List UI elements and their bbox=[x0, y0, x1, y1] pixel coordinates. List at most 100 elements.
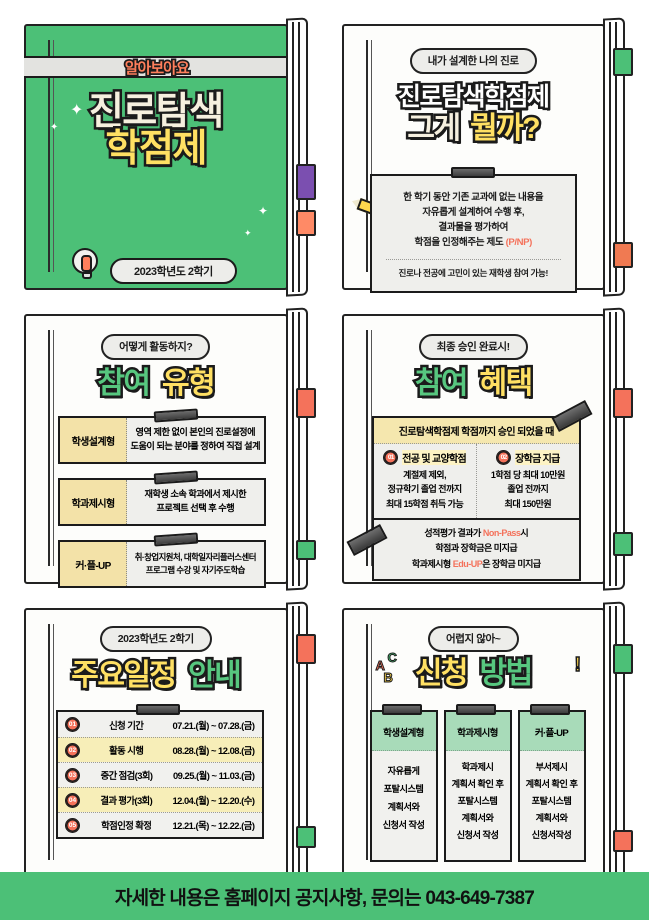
letter-b-doodle-icon: B bbox=[383, 670, 393, 686]
panel-types: 어떻게 활동하지? 참여 유형 학생설계형 영역 제한 없이 본인의 진로설정에… bbox=[10, 304, 322, 727]
bookmark-tab-orange[interactable] bbox=[295, 634, 316, 664]
clip-icon bbox=[529, 704, 570, 715]
note-line: 결과물을 평가하여 bbox=[438, 221, 509, 233]
table-row: 학생설계형 영역 제한 없이 본인의 진로설정에 도움이 되는 분야를 정하여 … bbox=[58, 416, 266, 464]
footnote-post: 은 장학금 미지급 bbox=[482, 558, 541, 569]
note-line-with-badge: 학점을 인정해주는 제도 (P/NP) bbox=[378, 236, 570, 251]
row-label: 결과 평가(3회) bbox=[100, 795, 153, 806]
table-row: 01 신청 기간 07.21.(월) ~ 07.28.(금) bbox=[58, 712, 262, 737]
benefit-title: 전공 및 교양학점 bbox=[402, 450, 467, 465]
clip-icon bbox=[135, 704, 180, 715]
benefit-column: 02 장학금 지급 1학점 당 최대 10만원 졸업 전까지 최대 150만원 bbox=[477, 444, 579, 518]
sparkle-icon: ✦ bbox=[258, 204, 269, 218]
bookmark-tab-green[interactable] bbox=[613, 532, 633, 556]
badge-number: 03 bbox=[65, 767, 80, 783]
row-label: 활동 시행 bbox=[109, 745, 144, 756]
panel-what-is: 내가 설계한 나의 진로 진로탐색학점제 그게 뭘까? 한 학기 동안 기존 교… bbox=[328, 14, 640, 302]
page-surface: 2023학년도 2학기 주요일정 안내 01 신청 기간 07.21.(월) ~… bbox=[24, 608, 288, 878]
benefit-line: 계절제 제외, bbox=[403, 470, 447, 480]
table-row: 04 결과 평가(3회) 12.04.(월) ~ 12.20.(수) bbox=[58, 787, 262, 812]
spiral-binding bbox=[365, 40, 372, 272]
title-part-a: 주요일정 bbox=[69, 657, 180, 694]
column-line: 포탈시스템 bbox=[383, 783, 424, 794]
note-line: 한 학기 동안 기존 교과에 없는 내용을 bbox=[403, 192, 544, 203]
title-line-1: 진로탐색학점제 bbox=[395, 81, 552, 113]
bookmark-tab-orange[interactable] bbox=[295, 388, 316, 418]
benefit-title: 장학금 지급 bbox=[515, 450, 560, 465]
spiral-binding bbox=[48, 330, 54, 566]
row-date: 12.21.(목) ~ 12.22.(금) bbox=[172, 820, 255, 831]
footnote-line: 학점과 장학금은 미지급 bbox=[435, 543, 518, 554]
column-line: 학과제시 bbox=[461, 762, 494, 772]
clip-icon bbox=[451, 167, 496, 178]
note-footer: 진로나 전공에 고민이 있는 재학생 참여 가능! bbox=[398, 268, 548, 279]
spiral-binding bbox=[48, 624, 54, 860]
row-key: 학과제시형 bbox=[60, 480, 128, 524]
page-surface: 어렵지 않아~ A C B ! 신청 방법 학생설계형 자유롭게 포탈시스템 bbox=[341, 608, 605, 878]
bookmark-tab-orange[interactable] bbox=[613, 830, 633, 852]
table-row: 커·플-UP 취·창업지원처, 대학일자리플러스센터 프로그램 수강 및 자기주… bbox=[58, 540, 266, 588]
column-head: 학생설계형 bbox=[371, 712, 436, 751]
benefits-footnote: 성적평가 결과가 Non-Pass시 학점과 장학금은 미지급 학과제시형 Ed… bbox=[373, 518, 579, 579]
page-edge-stack bbox=[285, 606, 304, 880]
row-label: 학점인정 확정 bbox=[101, 820, 152, 831]
column-head: 학과제시형 bbox=[445, 712, 510, 751]
panel-bubble: 어렵지 않아~ bbox=[427, 626, 519, 652]
row-date: 12.04.(월) ~ 12.20.(수) bbox=[172, 795, 255, 806]
column-line: 부서제시 bbox=[535, 762, 568, 772]
column-line: 계획서 확인 후 bbox=[451, 779, 504, 790]
apply-column: 커·플-UP 부서제시 계획서 확인 후 포탈시스템 계획서와 신청서작성 bbox=[517, 710, 586, 862]
schedule-table: 01 신청 기간 07.21.(월) ~ 07.28.(금) 02 활동 시행 … bbox=[56, 710, 264, 839]
title-line-2: 학점제 bbox=[103, 126, 210, 172]
benefit-body: 계절제 제외, 정규학기 졸업 전까지 최대 15학점 취득 가능 bbox=[376, 468, 474, 511]
row-value-line: 프로그램 수강 및 자기주도학습 bbox=[145, 565, 246, 575]
sparkle-icon: ✦ bbox=[50, 122, 59, 133]
note-line-text: 학점을 인정해주는 제도 bbox=[414, 236, 504, 248]
panel-title: 진로탐색 학점제 bbox=[26, 89, 286, 172]
spiral-binding bbox=[48, 40, 54, 272]
footnote-line: 학과제시형 Edu-UP은 장학금 미지급 bbox=[376, 557, 578, 572]
sparkle-icon: ✦ bbox=[70, 102, 84, 119]
column-head: 커·플-UP bbox=[519, 712, 584, 751]
column-line: 계획서와 bbox=[387, 801, 420, 812]
footnote-pre: 학과제시형 bbox=[411, 558, 453, 569]
footer-text: 자세한 내용은 홈페이지 공지사항, 문의는 043-649-7387 bbox=[114, 887, 535, 909]
row-date: 08.28.(월) ~ 12.08.(금) bbox=[172, 745, 255, 756]
badge-number: 01 bbox=[65, 717, 80, 732]
bookmark-tab-green[interactable] bbox=[295, 540, 316, 560]
bookmark-tab-green[interactable] bbox=[613, 644, 633, 674]
benefit-line: 최대 15학점 취득 가능 bbox=[385, 498, 464, 509]
sparkle-icon: ✦ bbox=[244, 228, 252, 238]
badge-number: 01 bbox=[383, 450, 399, 465]
badge-number: 04 bbox=[65, 792, 80, 808]
spiral-binding bbox=[365, 330, 372, 566]
bookmark-tab-green[interactable] bbox=[613, 48, 633, 76]
row-key: 커·플-UP bbox=[60, 542, 128, 586]
row-label: 신청 기간 bbox=[109, 719, 144, 731]
title-part-a: 신청 bbox=[412, 655, 471, 692]
bookmark-tab-orange[interactable] bbox=[295, 210, 316, 236]
column-line: 신청서 작성 bbox=[382, 819, 425, 830]
page-surface: 알아보아요 ✦ ✦ ✦ ✦ 진로탐색 학점제 2023학년도 2학기 bbox=[24, 24, 290, 290]
table-row: 02 활동 시행 08.28.(월) ~ 12.08.(금) bbox=[58, 737, 262, 762]
bookmark-tab-orange[interactable] bbox=[613, 242, 633, 268]
bookmark-tab-green[interactable] bbox=[295, 826, 316, 848]
column-line: 포탈시스템 bbox=[531, 796, 572, 807]
benefit-line: 정규학기 졸업 전까지 bbox=[387, 484, 463, 495]
page-edge-stack bbox=[285, 312, 304, 586]
infographic-grid: 알아보아요 ✦ ✦ ✦ ✦ 진로탐색 학점제 2023학년도 2학기 내가 설계… bbox=[10, 14, 640, 885]
types-table: 학생설계형 영역 제한 없이 본인의 진로설정에 도움이 되는 분야를 정하여 … bbox=[58, 408, 266, 588]
row-value-line: 취·창업지원처, 대학일자리플러스센터 bbox=[134, 552, 257, 563]
column-line: 포탈시스템 bbox=[457, 796, 498, 807]
benefit-title-row: 02 장학금 지급 bbox=[479, 450, 577, 465]
lightbulb-icon bbox=[72, 248, 98, 274]
note-line: 자유롭게 설계하여 수행 후, bbox=[422, 206, 525, 218]
benefit-line: 최대 150만원 bbox=[504, 498, 552, 509]
footnote-line: 성적평가 결과가 Non-Pass시 bbox=[376, 526, 578, 541]
bookmark-tab-orange[interactable] bbox=[613, 388, 633, 418]
badge-number: 02 bbox=[496, 450, 512, 465]
row-value-line: 영역 제한 없이 본인의 진로설정에 bbox=[135, 427, 256, 438]
row-value-line: 프로젝트 선택 후 수행 bbox=[156, 503, 235, 513]
lightbulb-base-icon bbox=[82, 272, 92, 279]
bookmark-tab-purple[interactable] bbox=[295, 164, 316, 200]
